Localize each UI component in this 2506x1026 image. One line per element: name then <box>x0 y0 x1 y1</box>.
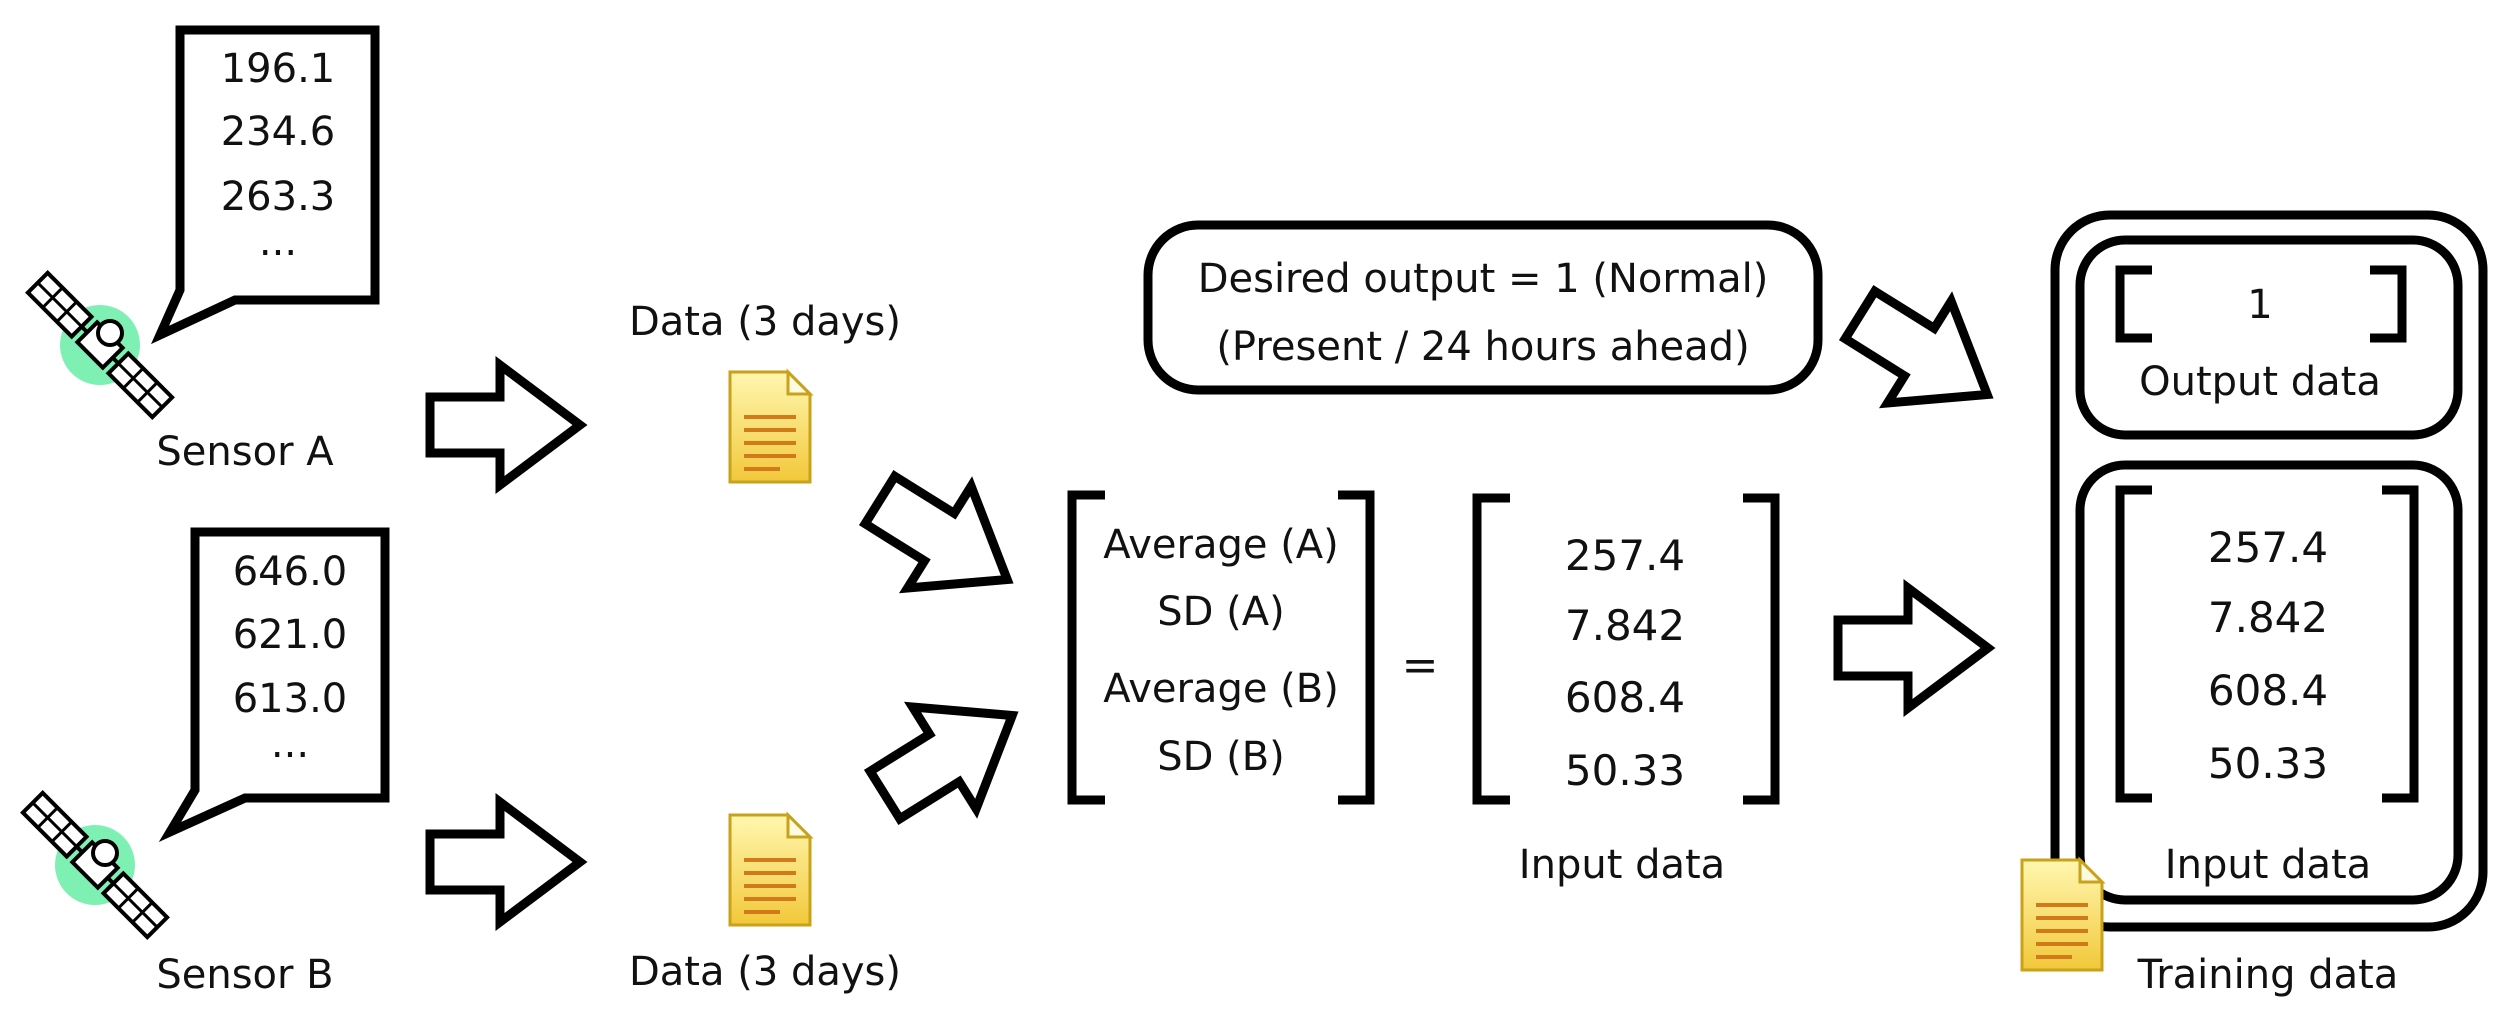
sensor-b-label: Sensor B <box>156 952 333 998</box>
training-output-value: 1 <box>2247 282 2272 328</box>
arrow-icon <box>853 665 1044 846</box>
arrow-icon <box>430 365 580 485</box>
input-bracket-left <box>1472 493 1510 805</box>
feature-item-2: SD (A) <box>1157 589 1284 635</box>
sensor-b-reading-2: 621.0 <box>233 612 348 658</box>
sensor-b-reading-3: 613.0 <box>233 676 348 722</box>
input-vector: 257.4 7.842 608.4 50.33 Input data <box>1472 493 1780 888</box>
sensor-b-reading-4: ... <box>271 721 309 767</box>
document-icon <box>728 813 812 927</box>
data-b-group: Data (3 days) <box>629 813 901 995</box>
training-input-value-2: 7.842 <box>2208 593 2328 642</box>
sensor-a-reading-1: 196.1 <box>221 46 336 92</box>
sensor-a-reading-3: 263.3 <box>221 174 336 220</box>
arrow-icon <box>1838 588 1988 708</box>
sensor-a-reading-2: 234.6 <box>221 109 336 155</box>
desired-output-box: Desired output = 1 (Normal) (Present / 2… <box>1143 220 1823 395</box>
sensor-a-label: Sensor A <box>156 429 334 475</box>
training-data-label: Training data <box>2137 952 2399 998</box>
training-input-value-3: 608.4 <box>2208 666 2328 715</box>
data-b-label: Data (3 days) <box>629 949 901 995</box>
feature-item-4: SD (B) <box>1157 734 1285 780</box>
input-bracket-right <box>1743 493 1780 805</box>
sensor-a-group: 196.1 234.6 263.3 ... Sensor A <box>25 25 380 475</box>
arrow-icon <box>1828 264 2019 445</box>
training-output-label: Output data <box>2139 359 2381 405</box>
input-value-3: 608.4 <box>1565 673 1685 722</box>
input-value-4: 50.33 <box>1565 746 1685 795</box>
data-a-group: Data (3 days) <box>629 299 901 484</box>
feature-vector: Average (A) SD (A) Average (B) SD (B) <box>1067 490 1375 805</box>
sensor-b-group: 646.0 621.0 613.0 ... Sensor B <box>20 527 390 998</box>
sensor-b-speech-bubble <box>158 527 390 843</box>
sensor-a-speech-bubble <box>151 25 380 345</box>
training-input-box: 257.4 7.842 608.4 50.33 Input data <box>2075 460 2463 905</box>
document-icon <box>2020 858 2104 972</box>
satellite-icon <box>20 790 170 940</box>
training-input-bracket-left <box>2115 485 2152 803</box>
document-icon <box>728 370 812 484</box>
input-data-label: Input data <box>1519 842 1725 888</box>
feature-item-3: Average (B) <box>1103 666 1339 712</box>
training-input-value-1: 257.4 <box>2208 523 2328 572</box>
training-input-label: Input data <box>2165 842 2371 888</box>
arrow-icon <box>430 802 580 922</box>
satellite-icon <box>25 270 175 420</box>
input-value-1: 257.4 <box>1565 531 1685 580</box>
feature-item-1: Average (A) <box>1103 522 1339 568</box>
desired-output-line-2: (Present / 24 hours ahead) <box>1216 324 1749 370</box>
data-a-label: Data (3 days) <box>629 299 901 345</box>
training-input-value-4: 50.33 <box>2208 739 2328 788</box>
training-output-box: 1 Output data <box>2075 235 2463 440</box>
output-bracket-right <box>2370 265 2407 343</box>
sensor-b-reading-1: 646.0 <box>233 549 348 595</box>
output-bracket-left <box>2115 265 2152 343</box>
feature-bracket-left <box>1067 490 1105 805</box>
feature-bracket-right <box>1338 490 1375 805</box>
sensor-a-reading-4: ... <box>259 219 297 265</box>
equals-sign: = <box>1402 640 1439 691</box>
training-input-bracket-right <box>2382 485 2419 803</box>
arrow-icon <box>848 449 1039 630</box>
training-data-container: 1 Output data 257.4 7.842 608.4 50.33 In… <box>2020 210 2488 998</box>
input-value-2: 7.842 <box>1565 601 1685 650</box>
desired-output-line-1: Desired output = 1 (Normal) <box>1198 256 1769 302</box>
